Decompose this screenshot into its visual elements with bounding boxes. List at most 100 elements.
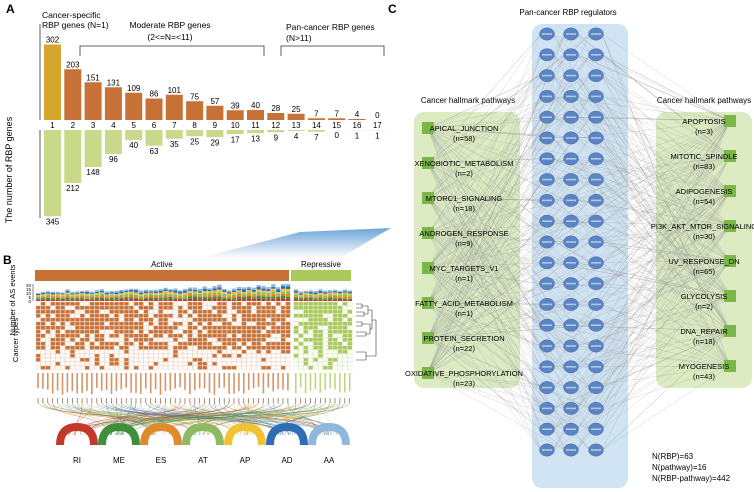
- grid-cell: [222, 353, 227, 358]
- edge-left: [427, 221, 591, 269]
- grid-cell: [133, 309, 139, 314]
- grid-cell: [99, 305, 105, 310]
- grid-cell: [332, 337, 338, 342]
- stack-seg: [94, 291, 100, 294]
- left-pathway-name: FATTY_ACID_METABOLISM: [415, 299, 513, 308]
- bar-bottom-12: [267, 130, 285, 133]
- grid-cell: [45, 341, 51, 346]
- grid-cell: [231, 341, 237, 346]
- edge-right: [576, 120, 731, 201]
- column-label: [247, 373, 250, 390]
- edge-left: [427, 262, 566, 304]
- grid-cell: [271, 341, 276, 346]
- grid-cell: [89, 333, 95, 338]
- grid-cell: [60, 313, 66, 318]
- stack-seg: [303, 291, 308, 293]
- grid-cell: [246, 313, 252, 318]
- left-pathway-count: (n=2): [455, 169, 473, 178]
- edge-left: [427, 75, 566, 129]
- grid-cell: [197, 313, 203, 318]
- grid-cell: [55, 361, 61, 366]
- bar-bottom-value-15: 0: [334, 131, 339, 140]
- stack-seg: [222, 291, 227, 294]
- grid-cell: [40, 365, 46, 370]
- edge-right: [552, 365, 731, 367]
- edge-right: [552, 304, 731, 367]
- grid-cell: [114, 357, 119, 362]
- stack-seg: [94, 299, 100, 301]
- grid-cell: [236, 301, 242, 306]
- grid-cell: [65, 329, 70, 334]
- grid-cell: [182, 337, 188, 342]
- grid-cell: [323, 357, 328, 362]
- grid-cell: [158, 361, 164, 366]
- grid-cell: [128, 345, 134, 350]
- grid-cell: [128, 313, 134, 318]
- grid-cell: [182, 333, 188, 338]
- grid-cell: [197, 325, 203, 330]
- stack-seg: [40, 298, 46, 300]
- stack-seg: [333, 298, 338, 300]
- edge-right: [552, 190, 731, 430]
- grid-cell: [275, 333, 281, 338]
- rbp-node-label: [542, 241, 552, 243]
- grid-cell: [285, 309, 291, 314]
- grid-cell: [236, 309, 242, 314]
- grid-cell: [143, 333, 149, 338]
- grid-cell: [347, 333, 353, 338]
- grid-cell: [163, 305, 168, 310]
- stack-seg: [129, 294, 134, 298]
- grid-cell: [119, 365, 124, 370]
- grid-cell: [308, 353, 314, 358]
- grid-cell: [60, 333, 66, 338]
- grid-cell: [65, 357, 70, 362]
- grid-cell: [222, 341, 227, 346]
- stack-seg: [347, 290, 352, 292]
- grid-cell: [207, 321, 213, 326]
- grid-cell: [109, 313, 115, 318]
- stack-seg: [119, 297, 124, 299]
- stat-n-pathway: N(pathway)=16: [652, 463, 707, 472]
- grid-cell: [207, 329, 213, 334]
- stack-seg: [104, 294, 109, 296]
- grid-cell: [303, 337, 309, 342]
- grid-cell: [192, 361, 198, 366]
- grid-cell: [84, 329, 90, 334]
- grid-cell: [202, 313, 208, 318]
- stack-seg: [313, 294, 318, 297]
- stack-seg: [173, 292, 178, 295]
- grid-cell: [332, 313, 338, 318]
- grid-cell: [266, 313, 271, 318]
- grid-cell: [256, 365, 262, 370]
- grid-cell: [197, 329, 203, 334]
- stack-seg: [114, 295, 119, 297]
- edge-left: [427, 232, 566, 284]
- grid-cell: [187, 345, 193, 350]
- grid-cell: [84, 337, 90, 342]
- grid-cell: [347, 353, 353, 358]
- grid-cell: [231, 313, 237, 318]
- stack-seg: [197, 297, 202, 300]
- grid-cell: [303, 309, 309, 314]
- grid-cell: [202, 365, 208, 370]
- column-label: [81, 373, 83, 393]
- grid-cell: [241, 317, 247, 322]
- event-type-labels: RI ME ES AT AP AD AA: [73, 456, 335, 465]
- grid-cell: [163, 337, 168, 342]
- grid-cell: [337, 317, 343, 322]
- grid-cell: [99, 313, 105, 318]
- column-label: [218, 373, 221, 389]
- grid-cell: [50, 365, 56, 370]
- edge-right: [576, 96, 731, 157]
- grid-cell: [104, 353, 110, 358]
- stack-seg: [318, 295, 323, 297]
- grid-cell: [60, 329, 66, 334]
- grid-cell: [241, 301, 247, 306]
- grid-cell: [280, 301, 286, 306]
- grid-cell: [347, 313, 353, 318]
- grid-cell: [246, 361, 252, 366]
- grid-cell: [138, 361, 144, 366]
- grid-cell: [217, 305, 222, 310]
- grid-cell: [133, 333, 139, 338]
